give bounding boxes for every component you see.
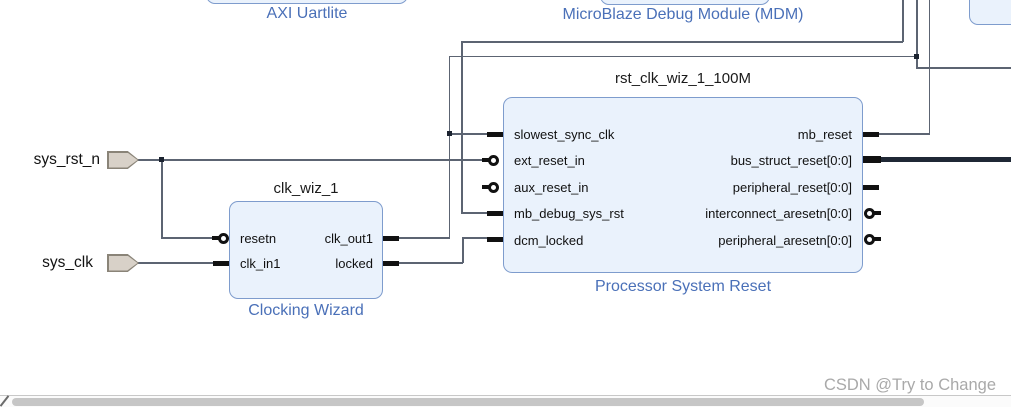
pin-label-peripheral-reset: peripheral_reset[0:0] xyxy=(732,179,852,195)
external-port-label-sys-rst-n: sys_rst_n xyxy=(33,151,100,168)
pin-resetn-tail xyxy=(212,236,219,240)
pin-label-locked: locked xyxy=(335,255,373,271)
pin-label-peripheral-aresetn: peripheral_aresetn[0:0] xyxy=(718,232,852,248)
wire-bus-struct-reset[interactable] xyxy=(879,157,1011,162)
wire-clk-up-v[interactable] xyxy=(916,0,918,68)
wire-debug-sys-rst-v2[interactable] xyxy=(461,41,463,213)
pin-label-mb-reset: mb_reset xyxy=(797,126,852,142)
pin-label-ext-reset-in: ext_reset_in xyxy=(514,153,585,168)
wire-locked-to-dcm[interactable] xyxy=(462,237,487,239)
pin-peripheral-aresetn-active-low-icon[interactable] xyxy=(864,233,875,245)
wire-sys-rst-n-to-resetn[interactable] xyxy=(161,237,217,239)
wire-clk-to-slowest-sync-clk[interactable] xyxy=(448,133,488,135)
pin-resetn-active-low-icon[interactable] xyxy=(218,232,229,244)
external-port-sys-clk-fill xyxy=(108,255,138,271)
wire-debug-sys-rst-v1[interactable] xyxy=(902,0,904,42)
pin-peripheral-aresetn-tail xyxy=(874,237,881,241)
rst-block-caption: Processor System Reset xyxy=(594,278,772,295)
pin-label-mb-debug-sys-rst: mb_debug_sys_rst xyxy=(514,206,624,221)
external-port-sys-clk[interactable] xyxy=(107,254,139,272)
mdm-block-partial[interactable] xyxy=(600,0,770,5)
wire-sys-rst-n-branch-v[interactable] xyxy=(161,159,163,238)
pin-locked[interactable] xyxy=(383,260,399,266)
axi-uartlite-block-partial[interactable] xyxy=(206,0,408,4)
external-port-label-sys-clk: sys_clk xyxy=(42,254,93,271)
pin-bus-struct-reset[interactable] xyxy=(863,156,881,163)
external-port-sys-rst-n-fill xyxy=(108,152,138,168)
clk-wiz-block[interactable] xyxy=(229,201,383,299)
pin-ext-reset-in-tail xyxy=(482,158,489,162)
rst-block[interactable] xyxy=(503,97,863,273)
pin-dcm-locked[interactable] xyxy=(487,236,503,242)
junction-dot xyxy=(446,131,452,136)
pin-mb-debug-sys-rst[interactable] xyxy=(487,210,503,216)
watermark-text: CSDN @Try to Change xyxy=(823,376,996,394)
pin-label-dcm-locked: dcm_locked xyxy=(514,232,584,248)
pin-label-clk-out1: clk_out1 xyxy=(324,230,373,246)
wire-sys-clk[interactable] xyxy=(138,262,213,264)
wire-mb-reset-h[interactable] xyxy=(879,133,930,135)
wire-clk-top-h[interactable] xyxy=(448,55,918,57)
axi-uartlite-caption: AXI Uartlite xyxy=(266,5,348,22)
pin-mb-reset[interactable] xyxy=(863,131,879,137)
wire-sys-rst-n-h[interactable] xyxy=(138,159,488,161)
wire-clk-v[interactable] xyxy=(448,56,450,238)
wire-locked-h[interactable] xyxy=(399,262,463,264)
pin-interconnect-aresetn-active-low-icon[interactable] xyxy=(864,207,875,219)
pin-peripheral-reset[interactable] xyxy=(863,184,879,190)
mdm-caption: MicroBlaze Debug Module (MDM) xyxy=(562,6,804,23)
wire-clk-right-h[interactable] xyxy=(916,67,1011,69)
pin-label-clk-in1: clk_in1 xyxy=(240,255,281,271)
junction-dot xyxy=(914,53,919,59)
pin-label-slowest-sync-clk: slowest_sync_clk xyxy=(514,126,615,142)
wire-mb-reset-v[interactable] xyxy=(928,0,930,134)
pin-clk-out1[interactable] xyxy=(383,235,399,241)
external-port-sys-rst-n[interactable] xyxy=(107,151,139,169)
pin-label-resetn: resetn xyxy=(240,230,277,246)
wire-clk-out1-h[interactable] xyxy=(399,237,450,239)
rst-block-title: rst_clk_wiz_1_100M xyxy=(615,70,751,87)
pin-label-bus-struct-reset: bus_struct_reset[0:0] xyxy=(730,153,852,168)
pin-clk-in1[interactable] xyxy=(213,260,229,266)
pin-aux-reset-in-tail xyxy=(482,185,489,189)
junction-dot xyxy=(159,157,164,162)
pin-label-interconnect-aresetn: interconnect_aresetn[0:0] xyxy=(705,206,852,221)
pin-interconnect-aresetn-tail xyxy=(874,211,881,215)
horizontal-scrollbar-thumb[interactable] xyxy=(12,398,924,406)
wire-debug-sys-rst-h[interactable] xyxy=(461,41,903,43)
clk-wiz-block-title: clk_wiz_1 xyxy=(273,180,339,197)
pin-ext-reset-in-active-low-icon[interactable] xyxy=(488,154,499,166)
pin-label-aux-reset-in: aux_reset_in xyxy=(514,179,589,195)
clk-wiz-block-caption: Clocking Wizard xyxy=(248,302,364,319)
wire-debug-sys-rst-to-pin[interactable] xyxy=(461,212,487,214)
pin-slowest-sync-clk[interactable] xyxy=(487,131,503,137)
wire-locked-v[interactable] xyxy=(462,237,464,263)
top-right-block-partial[interactable] xyxy=(969,0,1011,25)
pin-aux-reset-in-active-low-icon[interactable] xyxy=(488,181,499,193)
